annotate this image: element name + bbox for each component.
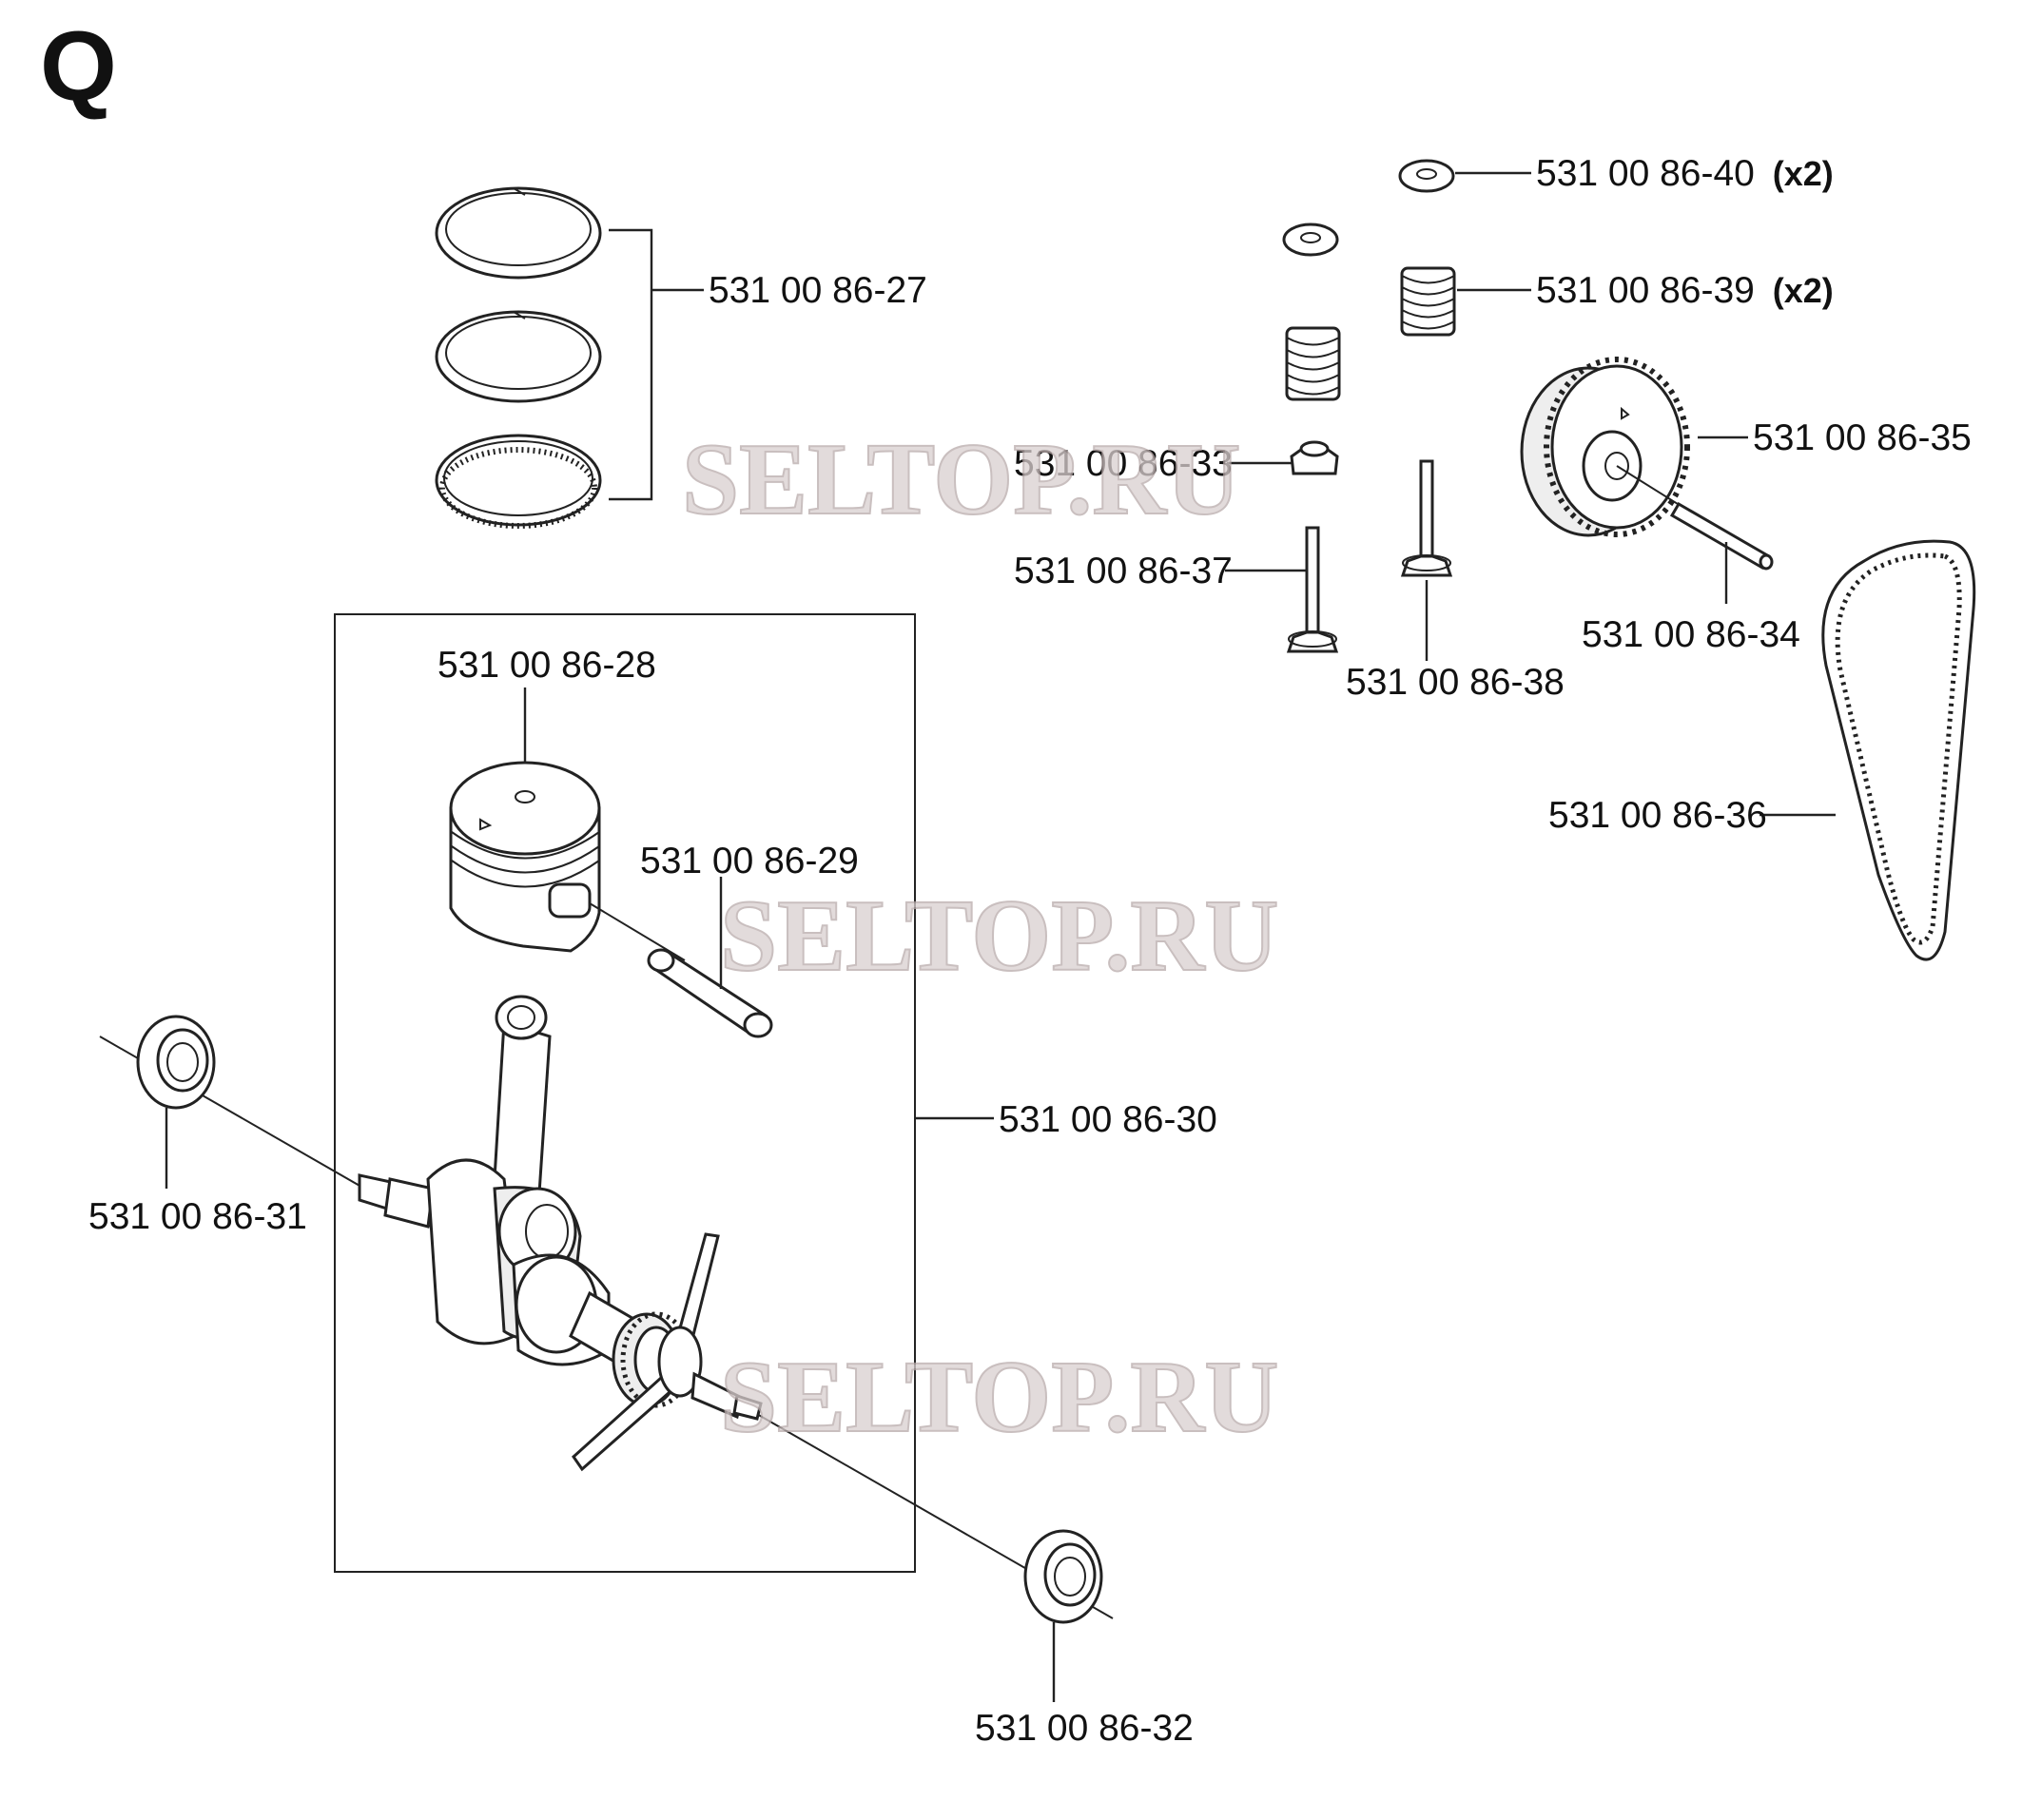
camshaft-gear xyxy=(1520,357,1690,537)
part-label-32: 531 00 86-32 xyxy=(975,1708,1194,1749)
valve-retainer-left xyxy=(1282,223,1339,257)
crankshaft xyxy=(358,995,763,1472)
part-label-34: 531 00 86-34 xyxy=(1582,614,1800,655)
part-label-33: 531 00 86-33 xyxy=(1014,443,1233,484)
watermark-3: SELTOP.RU xyxy=(720,1341,1278,1454)
valve-exhaust xyxy=(1400,459,1453,577)
piston xyxy=(449,761,601,953)
part-qty-40: (x2) xyxy=(1773,154,1834,193)
part-number-40: 531 00 86-40 xyxy=(1536,153,1755,194)
leader-27-bracket xyxy=(609,228,653,501)
piston-pin xyxy=(647,948,773,1038)
valve-spring xyxy=(1400,266,1456,337)
valve-intake xyxy=(1286,526,1339,653)
part-label-39: 531 00 86-39 (x2) xyxy=(1536,270,1834,311)
part-label-36: 531 00 86-36 xyxy=(1548,795,1767,836)
part-label-27: 531 00 86-27 xyxy=(709,270,927,311)
part-qty-39: (x2) xyxy=(1773,271,1834,310)
part-label-38: 531 00 86-38 xyxy=(1346,662,1565,703)
piston-rings xyxy=(435,186,602,529)
part-label-37: 531 00 86-37 xyxy=(1014,551,1233,591)
part-label-30: 531 00 86-30 xyxy=(999,1099,1217,1140)
part-label-29: 531 00 86-29 xyxy=(640,841,859,881)
section-letter: Q xyxy=(40,11,117,122)
valve-spring-left xyxy=(1285,326,1341,401)
part-label-28: 531 00 86-28 xyxy=(437,645,656,686)
camshaft-pin xyxy=(1669,501,1774,571)
oil-seal-left xyxy=(136,1015,216,1110)
valve-stem-seal xyxy=(1290,440,1339,475)
watermark-2: SELTOP.RU xyxy=(720,880,1278,993)
part-label-35: 531 00 86-35 xyxy=(1753,417,1972,458)
watermark-1: SELTOP.RU xyxy=(682,423,1240,536)
valve-retainer xyxy=(1398,159,1455,193)
part-label-40: 531 00 86-40 (x2) xyxy=(1536,153,1834,194)
oil-seal-right xyxy=(1023,1529,1103,1624)
timing-belt xyxy=(1821,539,1976,961)
assembly-box-30 xyxy=(334,613,916,1573)
part-label-31: 531 00 86-31 xyxy=(88,1196,307,1237)
part-number-39: 531 00 86-39 xyxy=(1536,270,1755,311)
